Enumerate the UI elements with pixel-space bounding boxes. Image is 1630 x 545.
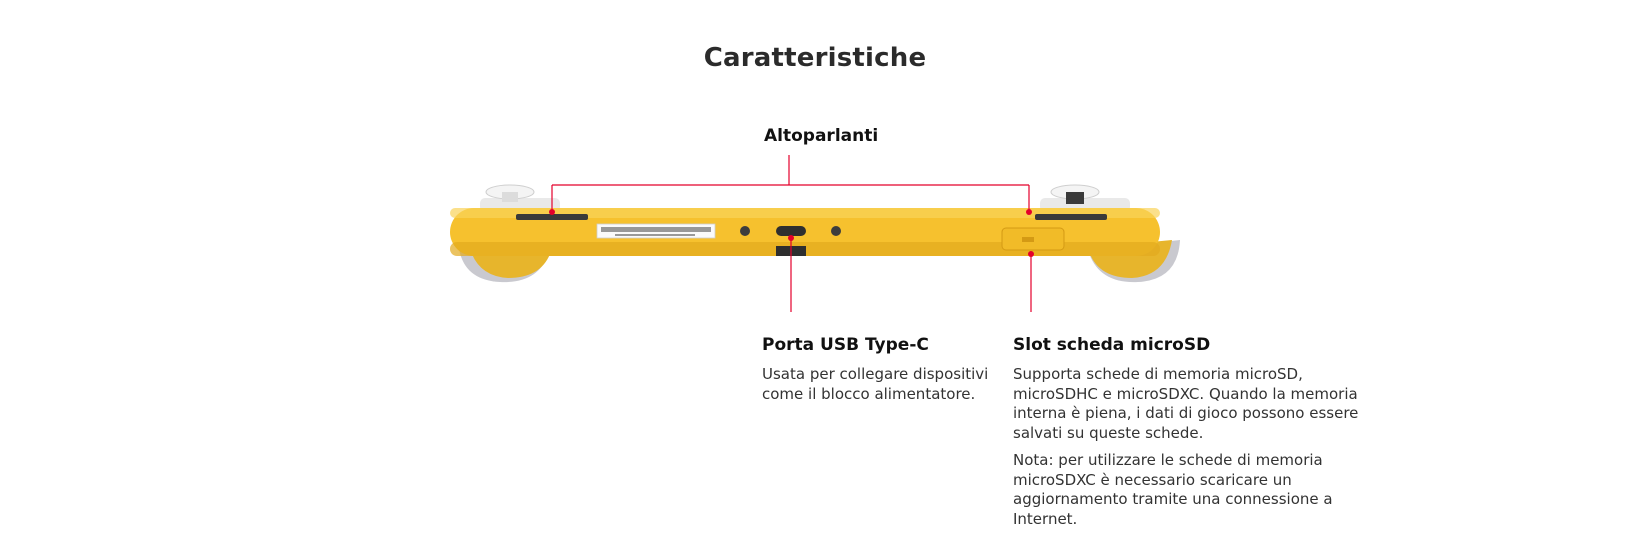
usb-type-c-port-icon bbox=[776, 226, 806, 236]
usb-port-description: Usata per collegare dispositivi come il … bbox=[762, 365, 989, 403]
console-illustration bbox=[450, 155, 1180, 312]
microsd-slot-note: Nota: per utilizzare le schede di memori… bbox=[1013, 451, 1333, 528]
audio-jack-icon bbox=[740, 226, 750, 236]
speakers-callout-line bbox=[551, 155, 1030, 212]
barcode-sticker-icon bbox=[596, 223, 716, 239]
left-speaker-grille bbox=[516, 214, 588, 220]
right-speaker-grille bbox=[1035, 214, 1107, 220]
lanyard-hole-icon bbox=[831, 226, 841, 236]
usb-port-label: Porta USB Type-C bbox=[762, 335, 929, 355]
speakers-label: Altoparlanti bbox=[764, 126, 879, 146]
microsd-slot-label: Slot scheda microSD bbox=[1013, 335, 1211, 355]
microsd-slot-description: Supporta schede di memoria microSD, micr… bbox=[1013, 365, 1359, 442]
page-title: Caratteristiche bbox=[703, 43, 927, 74]
left-analog-stick-icon bbox=[480, 184, 560, 212]
right-analog-stick-icon bbox=[1040, 184, 1130, 212]
